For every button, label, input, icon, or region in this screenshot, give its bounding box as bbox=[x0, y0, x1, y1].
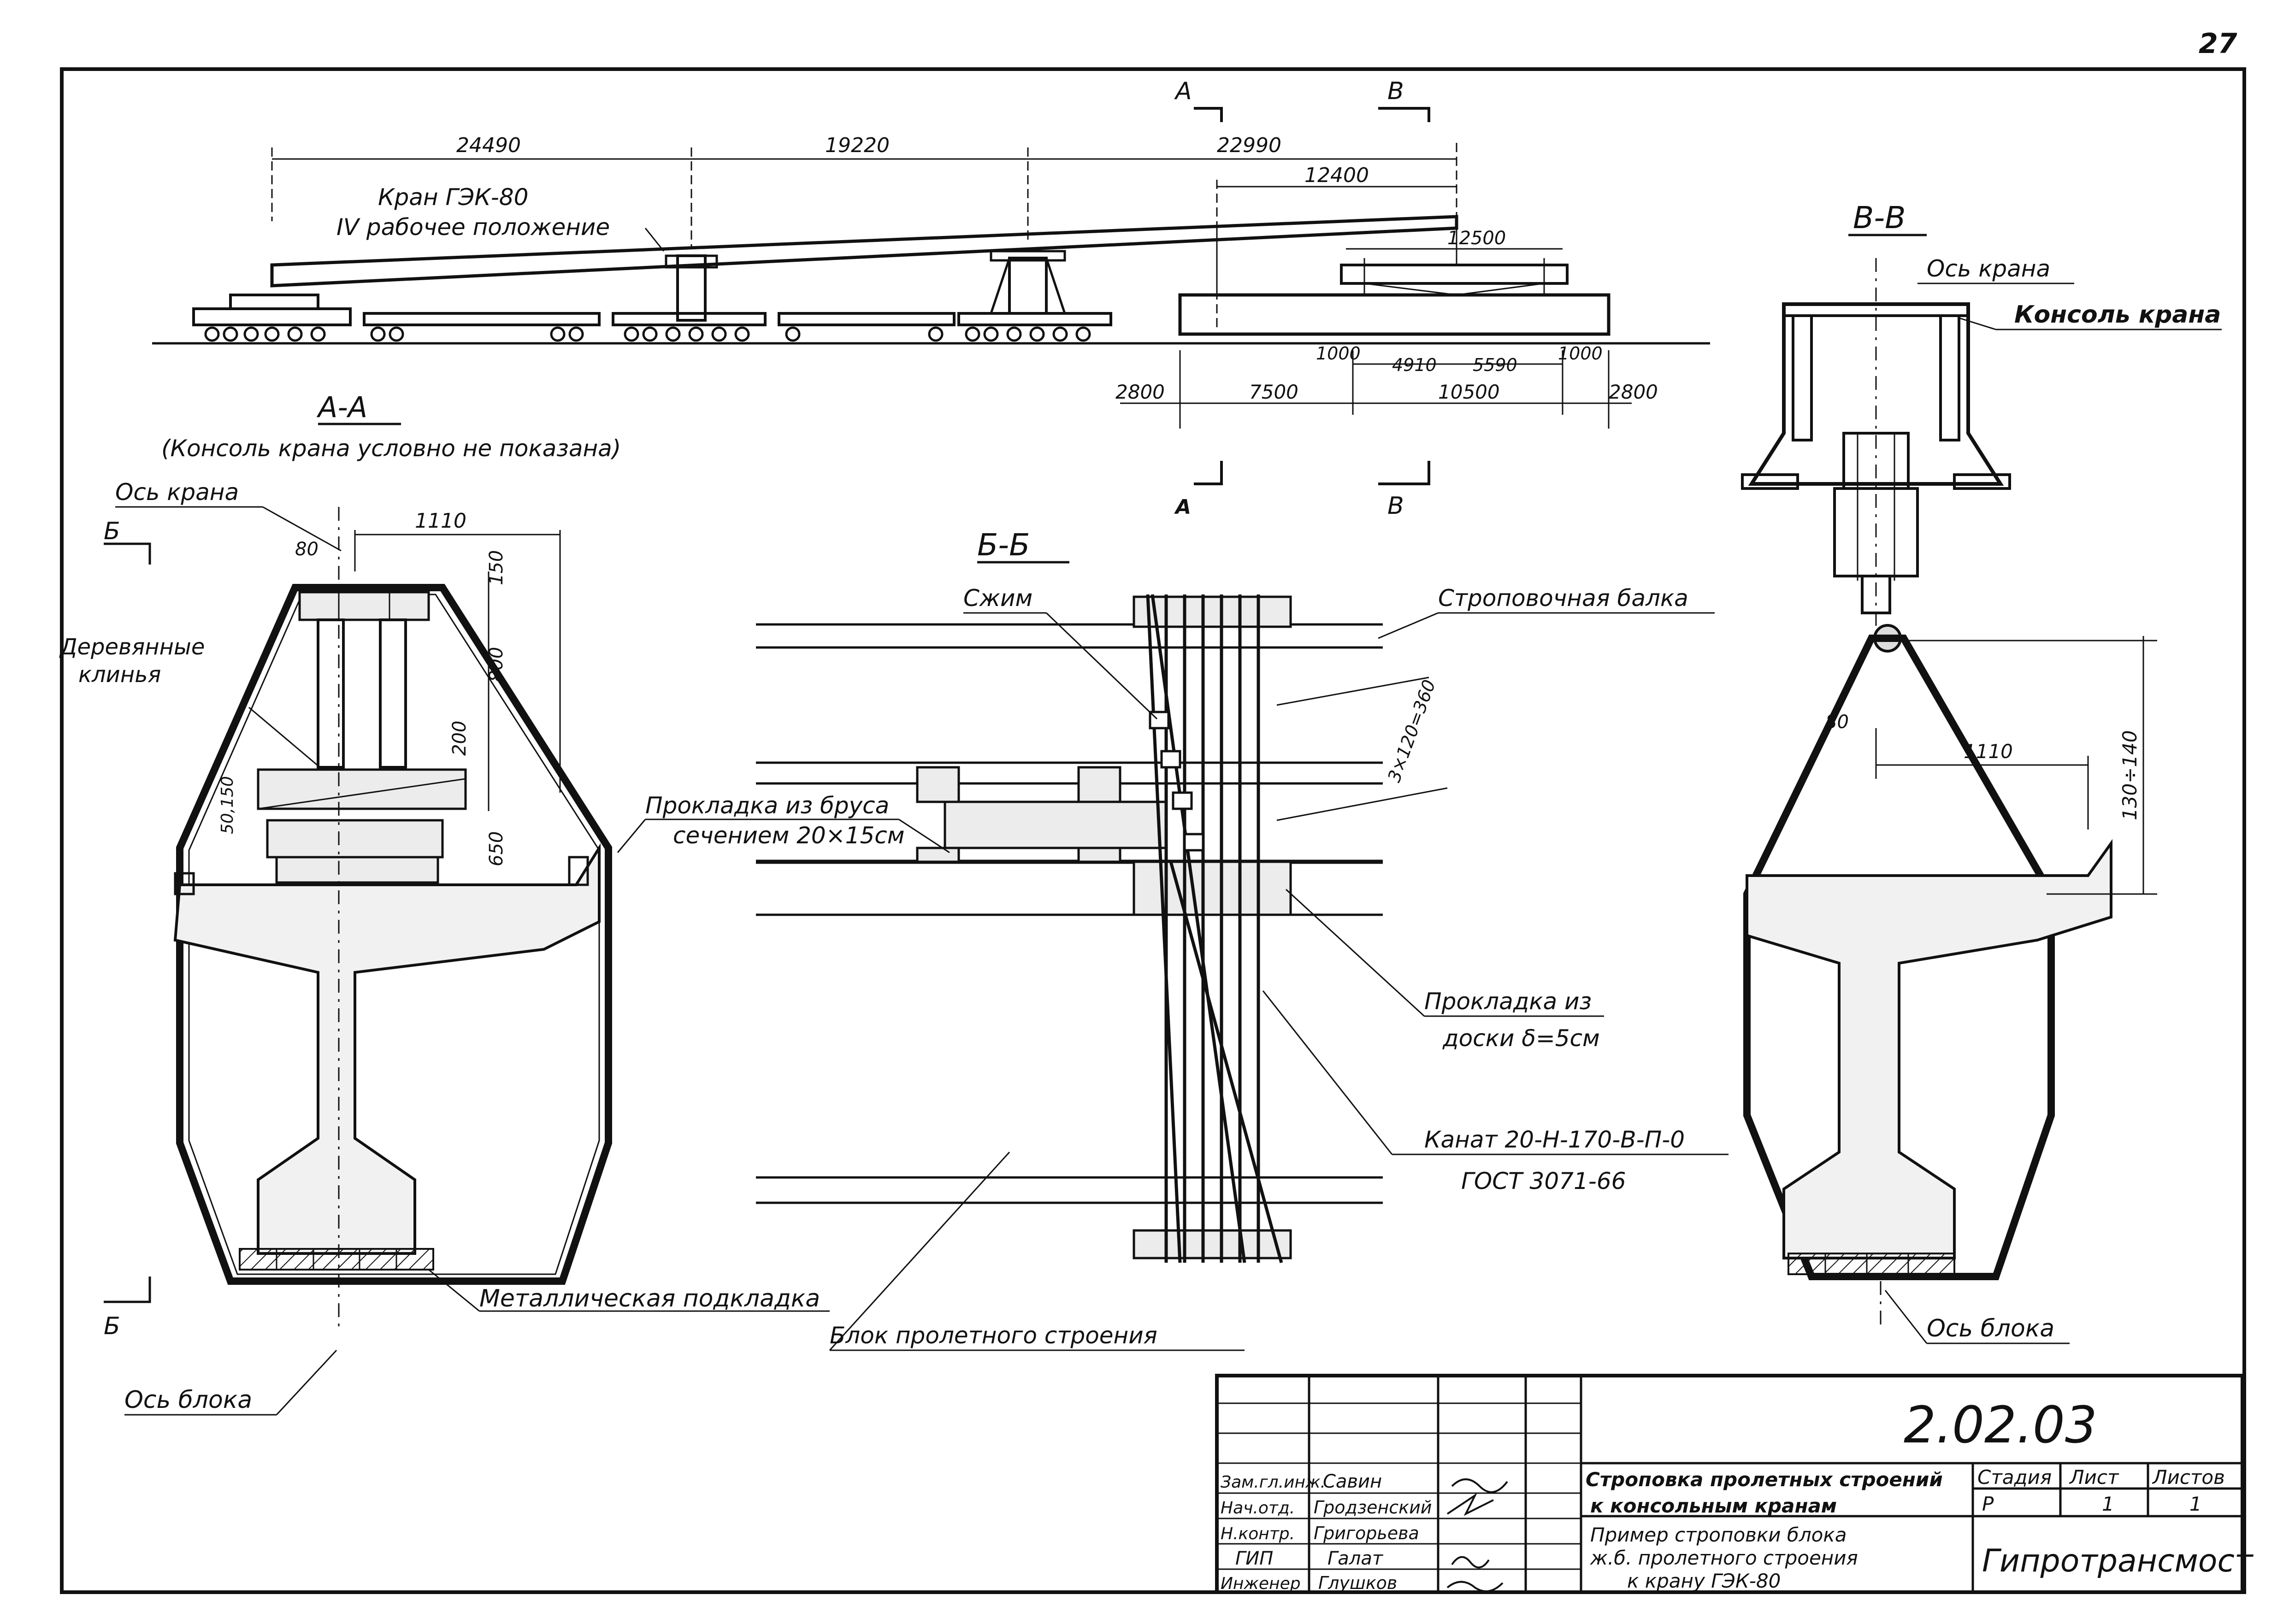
tb-col-sheet: Лист bbox=[2069, 1466, 2119, 1489]
dim-7500: 7500 bbox=[1249, 381, 1298, 403]
tb-name-4: Глушков bbox=[1318, 1573, 1397, 1593]
aa-metal-pad: Металлическая подкладка bbox=[479, 1285, 820, 1312]
dim-24490: 24490 bbox=[456, 134, 521, 157]
tb-stage: Р bbox=[1982, 1493, 1994, 1515]
tb-subtitle-3: к крану ГЭК-80 bbox=[1627, 1570, 1781, 1592]
section-mark-b-bottom: В bbox=[1387, 492, 1404, 520]
bb-dim-3x120: 3×120=360 bbox=[1384, 677, 1440, 785]
tb-subtitle-1: Пример строповки блока bbox=[1590, 1524, 1847, 1546]
dim-1000-a: 1000 bbox=[1316, 343, 1361, 364]
vv-dim-130-140: 130÷140 bbox=[2118, 730, 2141, 820]
tb-name-1: Гродзенский bbox=[1314, 1497, 1432, 1518]
section-bb: Б-Б bbox=[617, 527, 1729, 1351]
vv-block-axis: Ось блока bbox=[1927, 1315, 2054, 1342]
vv-dim-1110: 1110 bbox=[1964, 740, 2013, 763]
aa-dim-650: 650 bbox=[486, 831, 507, 866]
vv-t-beam bbox=[1746, 839, 2112, 1259]
bb-span-block: Блок пролетного строения bbox=[830, 1322, 1157, 1349]
crane-side-view: 24490 19220 22990 12400 Кран ГЭК-80 IV р… bbox=[152, 77, 1710, 520]
dim-2800-b: 2800 bbox=[1609, 381, 1658, 403]
bb-timber-pad-2: сечением 20×15см bbox=[673, 822, 904, 849]
tb-col-sheets: Листов bbox=[2152, 1466, 2225, 1489]
tb-name-2: Григорьева bbox=[1314, 1523, 1419, 1543]
tb-org: Гипротрансмост bbox=[1982, 1543, 2254, 1579]
tb-role-1: Нач.отд. bbox=[1221, 1499, 1295, 1518]
dim-5590: 5590 bbox=[1473, 355, 1517, 375]
tb-title-2: к консольным кранам bbox=[1590, 1495, 1837, 1517]
aa-dim-150: 150 bbox=[486, 550, 507, 585]
section-aa-title: А-А bbox=[316, 390, 367, 424]
dim-4910: 4910 bbox=[1392, 355, 1437, 375]
dim-12500: 12500 bbox=[1447, 228, 1506, 249]
aa-dim-80: 80 bbox=[295, 539, 319, 560]
vv-dim-80: 80 bbox=[1825, 712, 1849, 733]
tb-role-2: Н.контр. bbox=[1221, 1524, 1295, 1543]
dim-19220: 19220 bbox=[825, 134, 890, 157]
dim-2800-a: 2800 bbox=[1115, 381, 1165, 403]
aa-sling-shell bbox=[176, 584, 612, 1285]
tb-role-0: Зам.гл.инж. bbox=[1221, 1473, 1326, 1492]
tb-title-1: Строповка пролетных строений bbox=[1586, 1468, 1943, 1491]
bb-timber-pad-1: Прокладка из бруса bbox=[645, 792, 889, 819]
vv-crane-console: Консоль крана bbox=[2014, 301, 2221, 329]
tb-sheets: 1 bbox=[2189, 1493, 2202, 1515]
dim-1000-b: 1000 bbox=[1558, 343, 1603, 364]
title-block: 2.02.03 Зам.гл.инж. Нач.отд. Н.контр. ГИ… bbox=[1215, 1374, 2254, 1594]
section-mark-b-top: В bbox=[1387, 77, 1404, 105]
tb-name-0: Савин bbox=[1323, 1471, 1382, 1492]
span-block-side bbox=[1178, 293, 1611, 336]
tb-role-3: ГИП bbox=[1235, 1548, 1273, 1569]
vv-sling-shell bbox=[1743, 635, 2055, 1280]
railcars bbox=[192, 294, 1112, 342]
bb-board-pad-2: доски δ=5см bbox=[1442, 1025, 1600, 1052]
aa-crane-axis: Ось крана bbox=[115, 479, 239, 506]
section-mark-a-bottom: А bbox=[1174, 495, 1191, 519]
aa-wood-wedges-1: Деревянные bbox=[59, 634, 205, 660]
dim-10500: 10500 bbox=[1438, 381, 1500, 403]
bb-clamp: Сжим bbox=[963, 585, 1032, 612]
aa-t-beam bbox=[173, 843, 601, 1255]
section-vv-title: В-В bbox=[1853, 200, 1906, 235]
sheet-frame bbox=[60, 67, 2246, 1594]
tb-role-4: Инженер bbox=[1221, 1574, 1301, 1593]
bb-rope-2: ГОСТ 3071-66 bbox=[1461, 1168, 1626, 1194]
dim-12400: 12400 bbox=[1304, 164, 1369, 187]
tb-doc-number: 2.02.03 bbox=[1904, 1395, 2097, 1454]
tb-col-stage: Стадия bbox=[1977, 1466, 2052, 1489]
aa-dim-1110: 1110 bbox=[415, 509, 466, 533]
bb-sling-beam: Строповочная балка bbox=[1438, 585, 1688, 612]
tb-sheet: 1 bbox=[2102, 1493, 2114, 1515]
aa-block-axis: Ось блока bbox=[124, 1386, 252, 1414]
section-mark-a-top: А bbox=[1174, 77, 1192, 105]
tb-subtitle-2: ж.б. пролетного строения bbox=[1590, 1547, 1858, 1569]
section-vv: В-В Ось крана Консоль крана 130÷140 bbox=[1741, 200, 2222, 1344]
aa-mark-b-bottom: Б bbox=[104, 1312, 120, 1340]
vv-crane-axis: Ось крана bbox=[1927, 255, 2050, 282]
tb-name-3: Галат bbox=[1327, 1548, 1384, 1569]
aa-dim-50150: 50,150 bbox=[218, 776, 237, 834]
section-aa-note: (Консоль крана условно не показана) bbox=[161, 435, 621, 462]
aa-wood-wedges-2: клинья bbox=[78, 662, 161, 688]
crane-label-1: Кран ГЭК-80 bbox=[378, 184, 528, 211]
crane-label-2: IV рабочее положение bbox=[336, 214, 610, 241]
section-bb-title: Б-Б bbox=[977, 527, 1030, 563]
bb-rope-1: Канат 20-Н-170-В-П-0 bbox=[1424, 1126, 1685, 1153]
dim-22990: 22990 bbox=[1217, 134, 1281, 157]
bb-board-pad-1: Прокладка из bbox=[1424, 988, 1592, 1015]
aa-mark-b-top: Б bbox=[104, 518, 120, 545]
page-number: 27 bbox=[2199, 28, 2237, 60]
section-aa: А-А (Консоль крана условно не показана) … bbox=[59, 390, 830, 1416]
aa-dim-200: 200 bbox=[449, 721, 470, 756]
